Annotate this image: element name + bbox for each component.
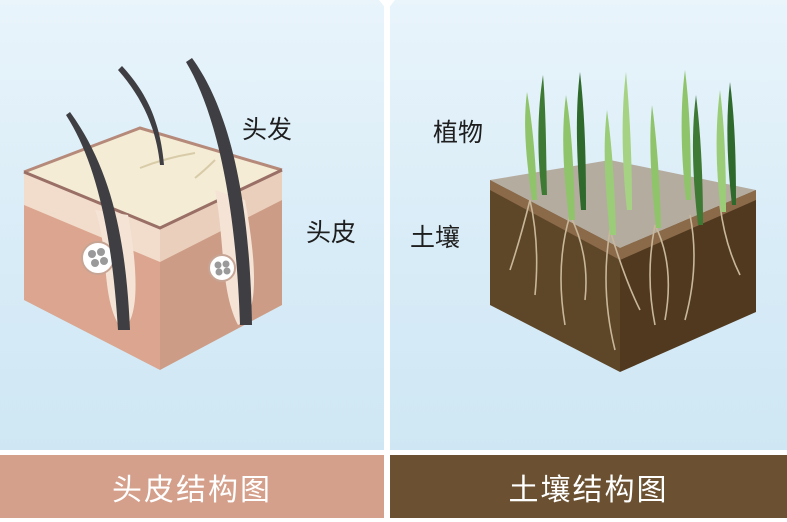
panel-divider bbox=[384, 0, 390, 522]
scalp-label: 头皮 bbox=[306, 218, 357, 247]
soil-label: 土壤 bbox=[410, 223, 461, 252]
scalp-footer-title: 头皮结构图 bbox=[0, 455, 384, 518]
hair-label: 头发 bbox=[242, 115, 293, 144]
divider-notch bbox=[379, 0, 395, 10]
plant-label: 植物 bbox=[433, 118, 484, 147]
soil-footer-title: 土壤结构图 bbox=[390, 455, 787, 518]
